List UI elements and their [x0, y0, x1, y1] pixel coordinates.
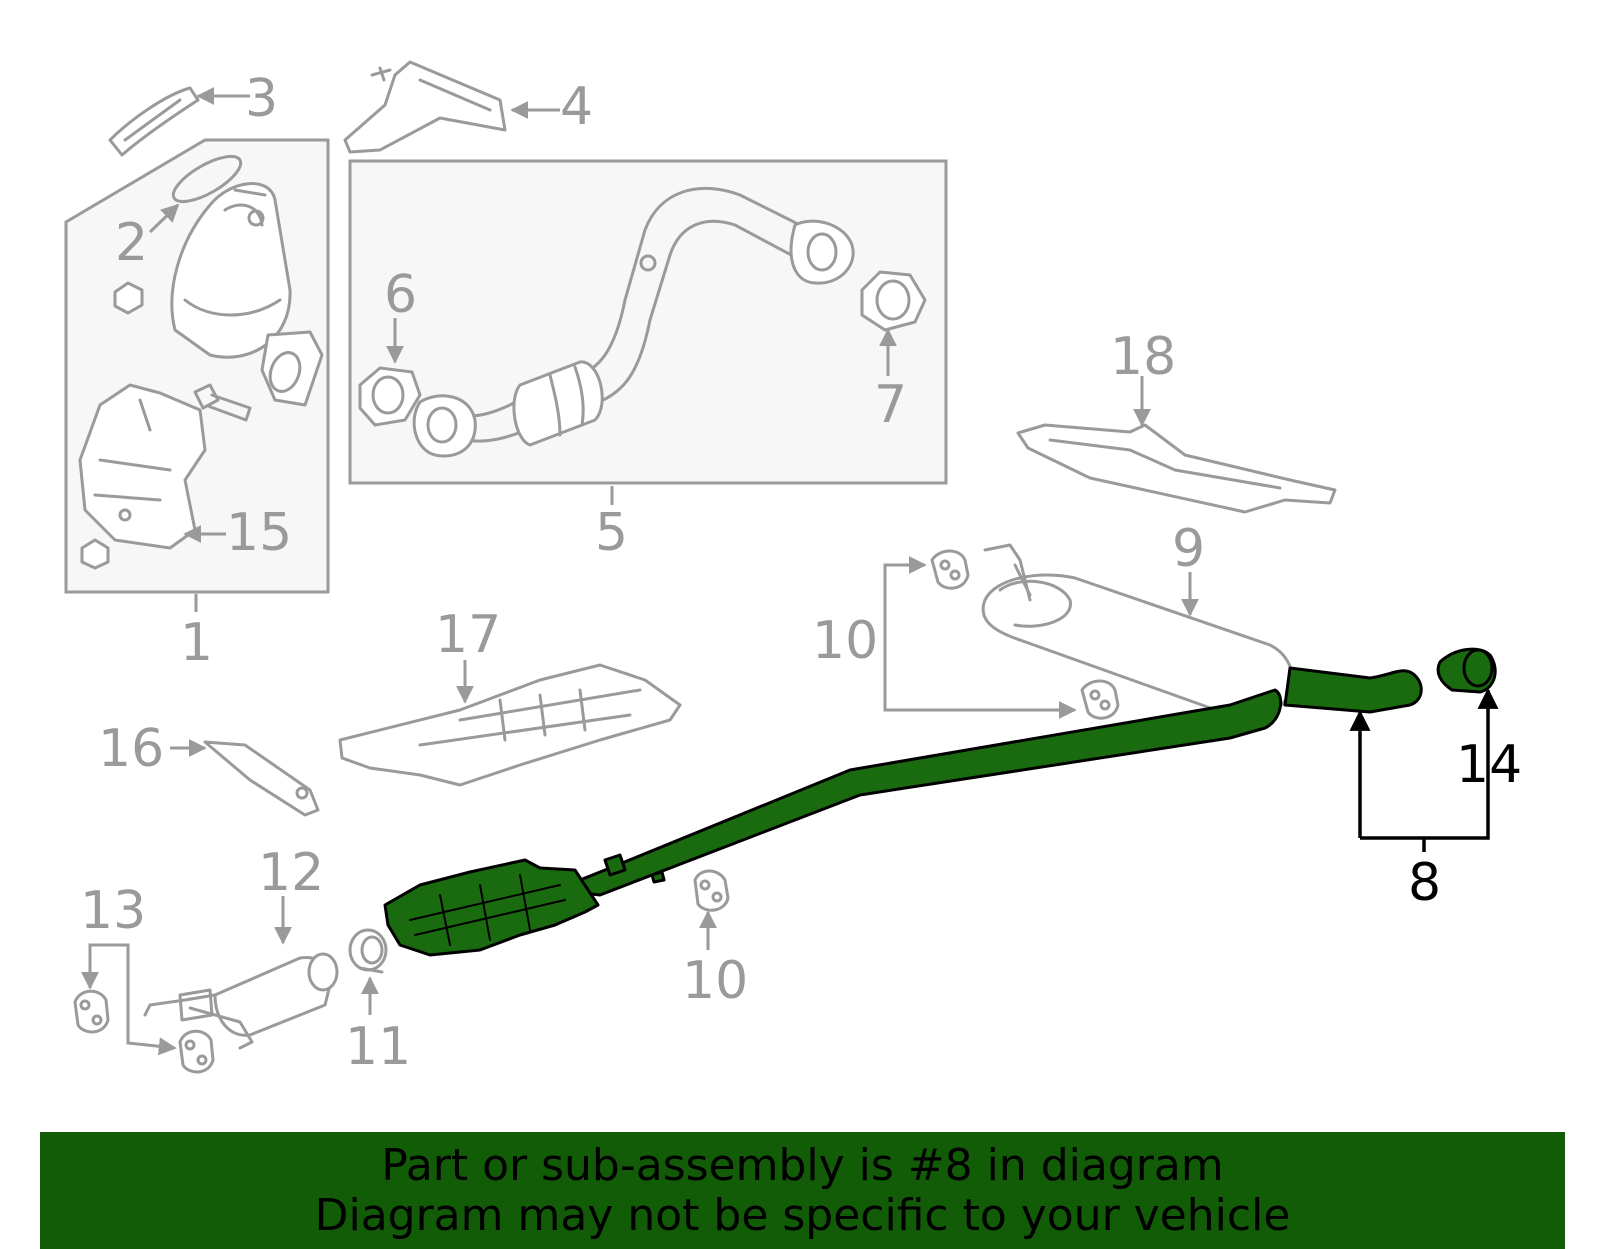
info-banner: Part or sub-assembly is #8 in diagram Di… [40, 1132, 1565, 1249]
callout-9: 9 [1172, 519, 1205, 579]
callout-3: 3 [245, 69, 278, 129]
isolator-13a [73, 989, 110, 1034]
muffler-9 [981, 543, 1294, 717]
banner-line-1: Part or sub-assembly is #8 in diagram [381, 1139, 1224, 1191]
hanger-10-lower [1080, 679, 1120, 720]
bracket-16 [203, 740, 320, 817]
callout-2: 2 [115, 213, 148, 273]
exhaust-pipe-8-highlighted [383, 666, 1423, 957]
assembly-box-5 [348, 159, 948, 485]
clamp-11 [348, 928, 388, 974]
callout-6: 6 [384, 265, 417, 325]
callout-16: 16 [98, 719, 164, 779]
gasket-2 [171, 154, 243, 204]
callout-17: 17 [435, 605, 501, 665]
hanger-10-upper [930, 549, 970, 590]
callout-4: 4 [560, 77, 593, 137]
callout-labels: 3 4 2 6 7 18 15 5 9 1 17 10 16 14 8 12 1… [80, 69, 1522, 1077]
manifold-converter [170, 182, 292, 359]
heat-shield-17 [338, 663, 682, 787]
assembly-box-1 [64, 138, 330, 594]
banner-line-2: Diagram may not be specific to your vehi… [314, 1189, 1291, 1241]
clamp-3 [108, 86, 200, 157]
isolator-13b [178, 1029, 215, 1074]
callout-14: 14 [1456, 735, 1522, 795]
heat-shield-18 [1016, 423, 1337, 514]
leader-lines [81, 87, 1499, 1056]
gasket-6 [358, 366, 422, 427]
callout-10-upper: 10 [812, 611, 878, 671]
hanger-14-highlighted [1436, 647, 1497, 694]
callout-15: 15 [226, 503, 292, 563]
converter-12 [143, 952, 339, 1050]
gasket-7 [860, 270, 927, 332]
callout-10-lower: 10 [682, 951, 748, 1011]
callout-1: 1 [180, 613, 213, 673]
callout-12: 12 [258, 843, 324, 903]
callout-13: 13 [80, 881, 146, 941]
callout-18: 18 [1110, 327, 1176, 387]
bracket-4 [343, 60, 507, 154]
hanger-10-middle [693, 869, 730, 912]
callout-7: 7 [874, 375, 907, 435]
callout-11: 11 [345, 1017, 411, 1077]
callout-5: 5 [595, 503, 628, 563]
callout-8: 8 [1408, 853, 1441, 913]
nut [113, 281, 144, 315]
